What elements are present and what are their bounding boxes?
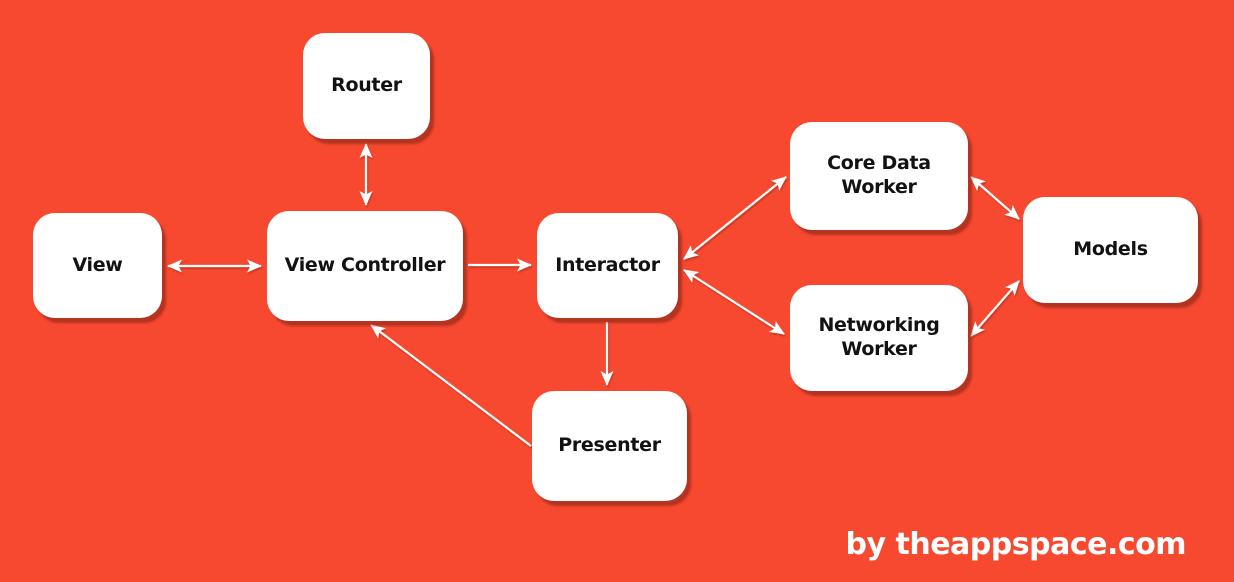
node-router: Router — [303, 33, 430, 139]
node-presenter: Presenter — [532, 391, 687, 501]
node-label-view: View — [72, 253, 123, 276]
arrow-presenter-to-view-controller — [370, 324, 532, 447]
attribution-text: by theappspace.com — [845, 527, 1187, 562]
arrow-interactor-to-networking-worker — [683, 269, 785, 335]
node-label-networking-worker: Networking Worker — [818, 314, 940, 360]
arrow-interactor-to-core-data-worker — [683, 176, 787, 260]
arrow-core-data-worker-to-models — [970, 176, 1020, 220]
node-label-router: Router — [331, 74, 402, 97]
node-networking-worker: Networking Worker — [790, 285, 968, 391]
node-label-presenter: Presenter — [558, 434, 661, 457]
node-view-controller: View Controller — [267, 211, 463, 321]
node-view: View — [33, 213, 162, 318]
node-label-view-controller: View Controller — [284, 254, 446, 277]
node-interactor: Interactor — [537, 213, 678, 318]
arrow-networking-worker-to-models — [970, 280, 1020, 337]
node-label-core-data-worker: Core Data Worker — [827, 152, 931, 198]
node-label-models: Models — [1073, 238, 1148, 261]
node-models: Models — [1023, 197, 1198, 303]
node-core-data-worker: Core Data Worker — [790, 122, 968, 230]
node-label-interactor: Interactor — [555, 253, 660, 276]
